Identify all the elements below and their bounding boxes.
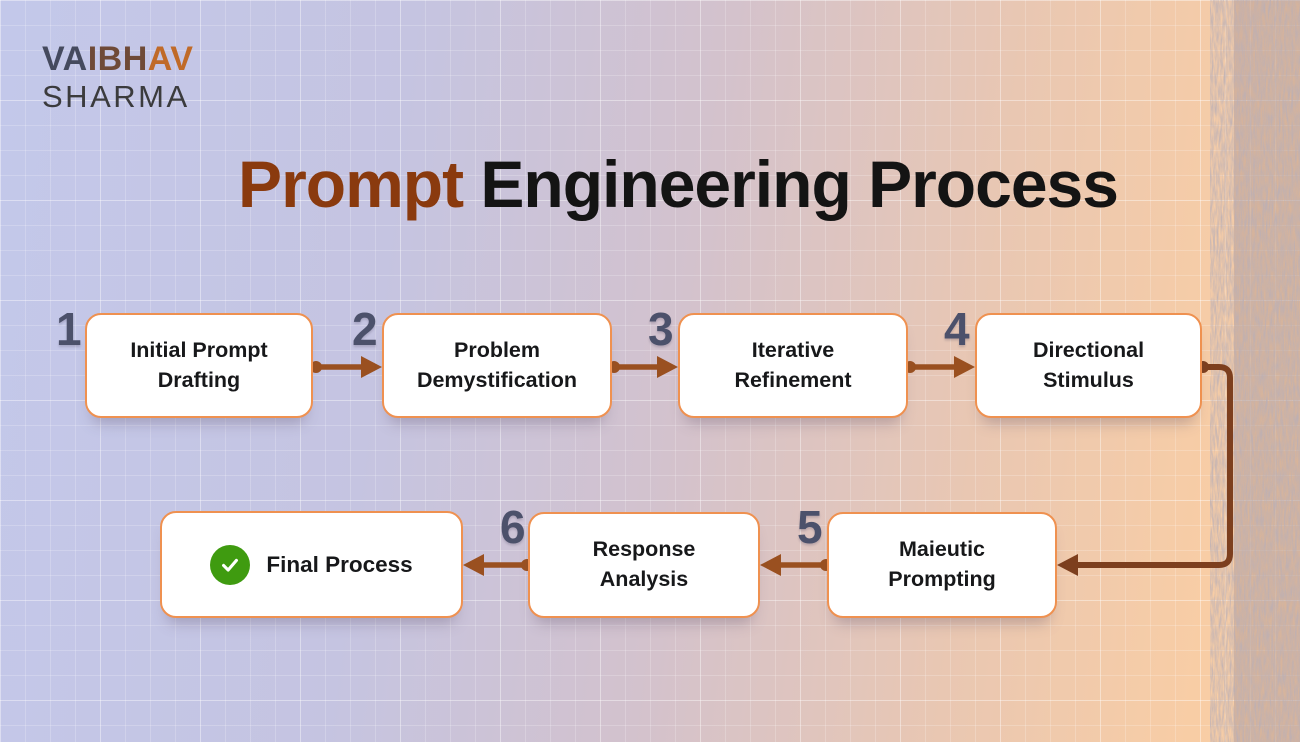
step-label: Response Analysis xyxy=(592,537,696,591)
brand-line1: VAIBHAV xyxy=(42,40,194,78)
brand-part2: IBH xyxy=(87,40,148,78)
step-label: Initial Prompt Drafting xyxy=(130,337,268,392)
title-rest: Engineering Process xyxy=(463,147,1119,221)
step-box-problem-demystification: Problem Demystification xyxy=(382,313,612,418)
final-process-box: Final Process xyxy=(160,511,463,618)
step-box-directional-stimulus: Directional Stimulus xyxy=(975,313,1202,418)
step-number-6: 6 xyxy=(500,501,526,553)
step-number-3: 3 xyxy=(648,303,674,355)
brand-logo: VAIBHAV SHARMA xyxy=(42,40,194,114)
step-number-4: 4 xyxy=(944,303,970,355)
arrow-step6-final xyxy=(463,554,533,576)
step-box-initial-prompt-drafting: Initial Prompt Drafting xyxy=(85,313,313,418)
step-label: Maieutic Prompting xyxy=(888,537,996,591)
arrow-step2-step3 xyxy=(608,356,678,378)
brand-part3: AV xyxy=(147,40,194,78)
step-number-2: 2 xyxy=(352,303,378,355)
step-number-1: 1 xyxy=(56,303,82,355)
step-box-maieutic-prompting: Maieutic Prompting xyxy=(827,512,1057,618)
step-number-5: 5 xyxy=(797,501,823,553)
step-label: Iterative Refinement xyxy=(734,337,852,392)
page-title: Prompt Engineering Process xyxy=(0,146,1300,222)
arrow-step3-step4 xyxy=(904,356,975,378)
final-process-label: Final Process xyxy=(266,551,413,577)
brand-part1: VA xyxy=(42,40,88,78)
arrow-step5-step6 xyxy=(760,554,832,576)
title-highlight: Prompt xyxy=(238,147,464,221)
right-texture-band xyxy=(1210,0,1300,742)
check-icon xyxy=(210,544,251,585)
step-box-iterative-refinement: Iterative Refinement xyxy=(678,313,908,418)
brand-line2: SHARMA xyxy=(42,78,190,114)
step-box-response-analysis: Response Analysis xyxy=(528,512,760,618)
arrow-step1-step2 xyxy=(310,356,382,378)
step-label: Problem Demystification xyxy=(416,337,578,392)
step-label: Directional Stimulus xyxy=(1032,337,1145,392)
